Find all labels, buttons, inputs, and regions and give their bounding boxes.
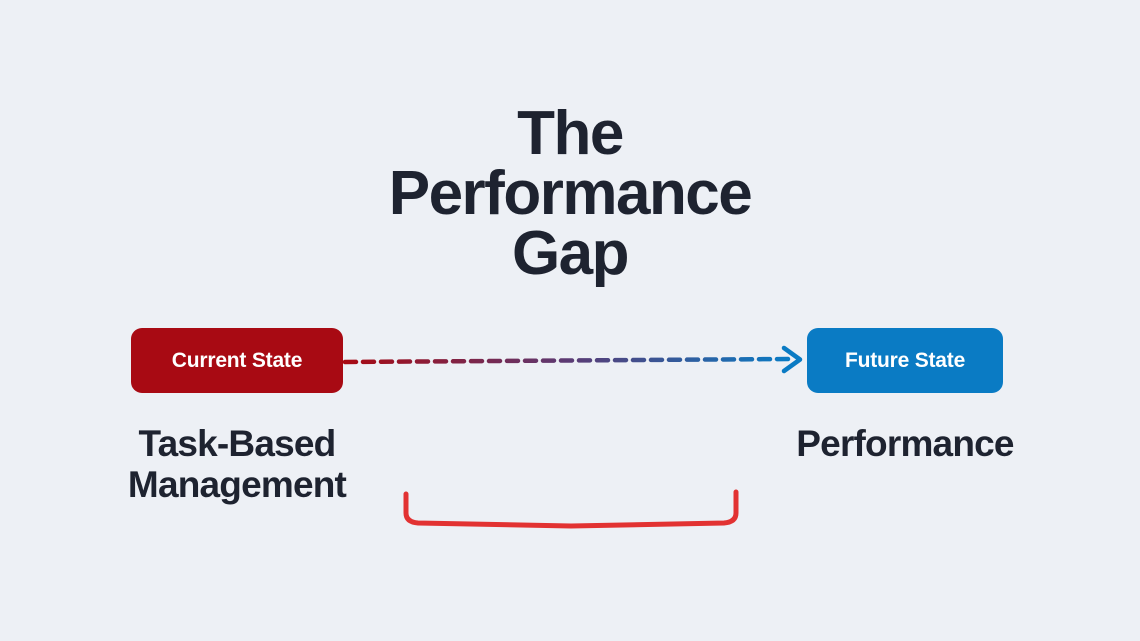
future-state-box[interactable]: Future State	[807, 328, 1003, 393]
current-state-caption: Task-Based Management	[127, 423, 347, 505]
dashed-connector-line	[342, 356, 791, 365]
future-state-label: Future State	[844, 348, 966, 372]
page-title: The Performance Gap	[388, 99, 753, 288]
gap-bracket-icon	[403, 489, 739, 529]
current-state-box[interactable]: Current State	[131, 328, 343, 393]
arrow-head-icon	[781, 345, 803, 374]
current-state-label: Current State	[171, 348, 303, 372]
future-state-caption: Performance	[796, 423, 1014, 464]
